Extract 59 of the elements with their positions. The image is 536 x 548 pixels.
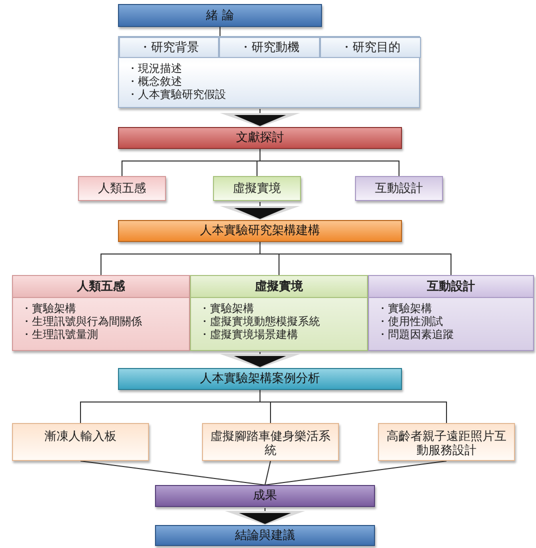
box-label: 虛擬腳踏車健身樂活系統 <box>210 430 332 458</box>
connector-line <box>264 460 271 486</box>
box-label: 虛擬實境 <box>232 182 282 196</box>
bullet-item: ・概念敘述 <box>127 75 183 88</box>
bullet-item: ・現況描述 <box>127 62 183 75</box>
topic-panel <box>12 275 190 351</box>
box-label: 互動設計 <box>374 182 424 196</box>
box-label: ・研究動機 <box>238 40 300 54</box>
connector-line <box>260 148 400 176</box>
bullet-item: ・實驗架構 <box>21 302 77 315</box>
connector-line <box>260 390 447 424</box>
box-label: 人本實驗研究架構建構 <box>199 224 321 238</box>
connector-line <box>264 460 447 486</box>
topic-box <box>213 176 301 201</box>
box-label: 文獻探討 <box>235 131 285 145</box>
section-bar <box>118 220 402 242</box>
section-bar <box>155 485 375 507</box>
case-box <box>12 423 149 461</box>
box-label: ・研究背景 <box>138 40 200 54</box>
box-label: ・研究目的 <box>340 40 402 54</box>
title-bar <box>118 4 322 27</box>
panel-heading: 人類五感 <box>77 278 125 295</box>
topic-cell <box>320 37 421 58</box>
box-label: 結論與建議 <box>234 528 296 542</box>
chevron-arrow <box>220 202 300 220</box>
bullet-item: ・虛擬實境場景建構 <box>199 328 299 341</box>
panel-heading: 虛擬實境 <box>255 278 303 295</box>
case-box <box>202 423 339 461</box>
panel-heading: 互動設計 <box>427 278 475 295</box>
chevron-arrow <box>220 352 300 368</box>
section-bar <box>118 368 402 390</box>
topic-cell <box>119 37 219 58</box>
bullet-item: ・生理訊號量測 <box>21 328 99 341</box>
chevron-arrow <box>220 108 300 127</box>
bullet-item: ・虛擬實境動態模擬系統 <box>199 315 321 328</box>
topic-panel <box>368 275 534 351</box>
connector-line <box>80 460 266 486</box>
chevron-arrow <box>225 508 305 525</box>
bullet-item: ・人本實驗研究假設 <box>127 88 227 101</box>
box-label: 漸凍人輸入板 <box>44 430 118 444</box>
topic-cell <box>219 37 320 58</box>
box-label: 人本實驗架構案例分析 <box>199 372 321 386</box>
bullet-item: ・問題因素追蹤 <box>377 328 455 341</box>
topic-panel <box>190 275 368 351</box>
section-bar <box>118 127 402 149</box>
bullet-item: ・實驗架構 <box>199 302 255 315</box>
bullet-item: ・使用性測試 <box>377 315 444 328</box>
topic-box <box>78 176 166 201</box>
box-label: 緒 論 <box>205 8 235 22</box>
box-label: 成果 <box>252 489 278 503</box>
bullet-item: ・生理訊號與行為間關係 <box>21 315 143 328</box>
case-box <box>378 423 515 461</box>
connector-line <box>260 242 452 276</box>
overview-panel <box>118 36 420 108</box>
topic-box <box>355 176 443 201</box>
box-label: 高齡者親子遠距照片互動服務設計 <box>386 430 508 458</box>
box-label: 人類五感 <box>97 182 147 196</box>
title-bar <box>155 525 375 546</box>
bullet-item: ・實驗架構 <box>377 302 433 315</box>
